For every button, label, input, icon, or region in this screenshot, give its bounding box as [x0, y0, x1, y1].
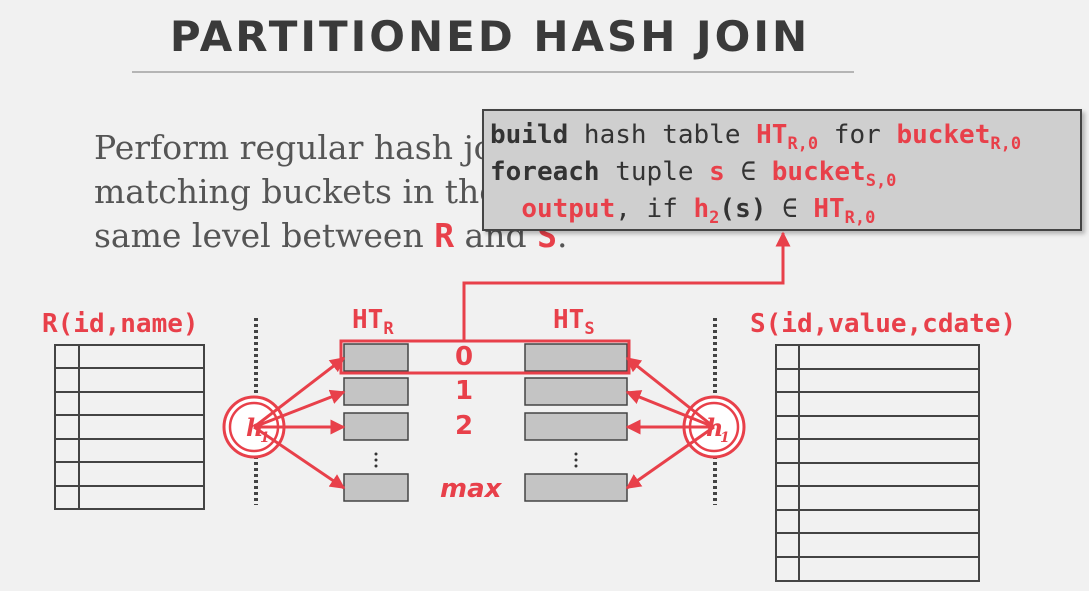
code-text: , if — [615, 194, 694, 224]
ht-s-bucket-0 — [524, 343, 628, 372]
bucket-index-2: 2 — [454, 411, 474, 441]
relation-s-label: S(id,value,cdate) — [750, 309, 1017, 339]
relation-s-table — [775, 344, 980, 582]
title-divider — [132, 71, 854, 73]
ht-r-bucket-2 — [343, 412, 409, 441]
code-line-foreach: foreach tuple s ∈ bucketS,0 — [490, 154, 1080, 191]
code-bucket-r0: bucketR,0 — [896, 120, 1021, 153]
code-line-output: output, if h2(s) ∈ HTR,0 — [490, 191, 1080, 228]
hash-table-r-name: HT — [352, 305, 384, 335]
ht-s-bucket-1 — [524, 377, 628, 406]
code-keyword-output: output — [521, 194, 616, 224]
hash-table-s-label: HTS — [553, 305, 595, 338]
slide-title: PARTITIONED HASH JOIN — [169, 12, 811, 61]
code-ht-r0: HTR,0 — [756, 120, 818, 153]
ht-r-bucket-max — [343, 473, 409, 502]
code-hash-subscript: 2 — [709, 208, 720, 228]
relation-r-ref: R — [434, 216, 455, 255]
code-keyword-build: build — [490, 120, 569, 150]
code-in-symbol: ∈ — [766, 194, 814, 224]
code-bucket-name: bucket — [896, 120, 991, 150]
level-0-connector-arrow — [462, 231, 791, 341]
description-line-3-prefix: same level between — [94, 216, 435, 255]
hash-arrows-right — [625, 356, 715, 490]
code-ht-subscript: R,0 — [844, 208, 876, 228]
hash-table-s-subscript: S — [584, 319, 595, 339]
hash-table-r-label: HTR — [352, 305, 394, 338]
code-ht-name: HT — [756, 120, 788, 150]
code-keyword-foreach: foreach — [490, 157, 600, 187]
code-ht-name: HT — [813, 194, 845, 224]
code-text: hash table — [568, 120, 757, 150]
code-bucket-s0: bucketS,0 — [771, 157, 897, 190]
level-0-highlight — [339, 339, 631, 375]
ellipsis-marks — [374, 452, 578, 468]
code-hash-fn: h — [693, 194, 710, 224]
hash-table-s-name: HT — [553, 305, 585, 335]
hash-table-s — [524, 343, 628, 502]
pseudocode-box: build hash table HTR,0 for bucketR,0 for… — [482, 109, 1082, 231]
code-ht-r0: HTR,0 — [813, 194, 875, 227]
hash-table-r-subscript: R — [383, 319, 394, 339]
code-hash-arg: (s) — [719, 194, 767, 224]
hash-arrows-left — [253, 356, 346, 490]
relation-r-label: R(id,name) — [42, 309, 199, 339]
code-text: tuple — [599, 157, 710, 187]
code-ht-subscript: R,0 — [787, 134, 819, 154]
code-bucket-name: bucket — [771, 157, 866, 187]
code-in-symbol: ∈ — [724, 157, 772, 187]
bucket-index-1: 1 — [454, 376, 474, 406]
code-bucket-subscript: R,0 — [990, 134, 1022, 154]
bucket-index-0: 0 — [454, 342, 474, 372]
hash-function-right-subscript: 1 — [720, 430, 730, 446]
hash-function-right-label: h — [706, 413, 723, 442]
code-line-build: build hash table HTR,0 for bucketR,0 — [490, 117, 1080, 154]
relation-r-table — [54, 344, 205, 510]
hash-function-left-subscript: 1 — [260, 430, 270, 446]
code-bucket-subscript: S,0 — [865, 171, 897, 191]
code-text: for — [818, 120, 897, 150]
code-tuple-s: s — [709, 157, 725, 187]
ht-r-bucket-1 — [343, 377, 409, 406]
hash-table-r — [343, 343, 409, 502]
ht-s-bucket-2 — [524, 412, 628, 441]
description-line-2: matching buckets in the — [94, 172, 499, 211]
ht-r-bucket-0 — [343, 343, 409, 372]
description-line-3-suffix: . — [556, 216, 568, 255]
ht-s-bucket-max — [524, 473, 628, 502]
bucket-index-max: max — [440, 474, 502, 504]
code-h2: h2 — [693, 194, 720, 227]
